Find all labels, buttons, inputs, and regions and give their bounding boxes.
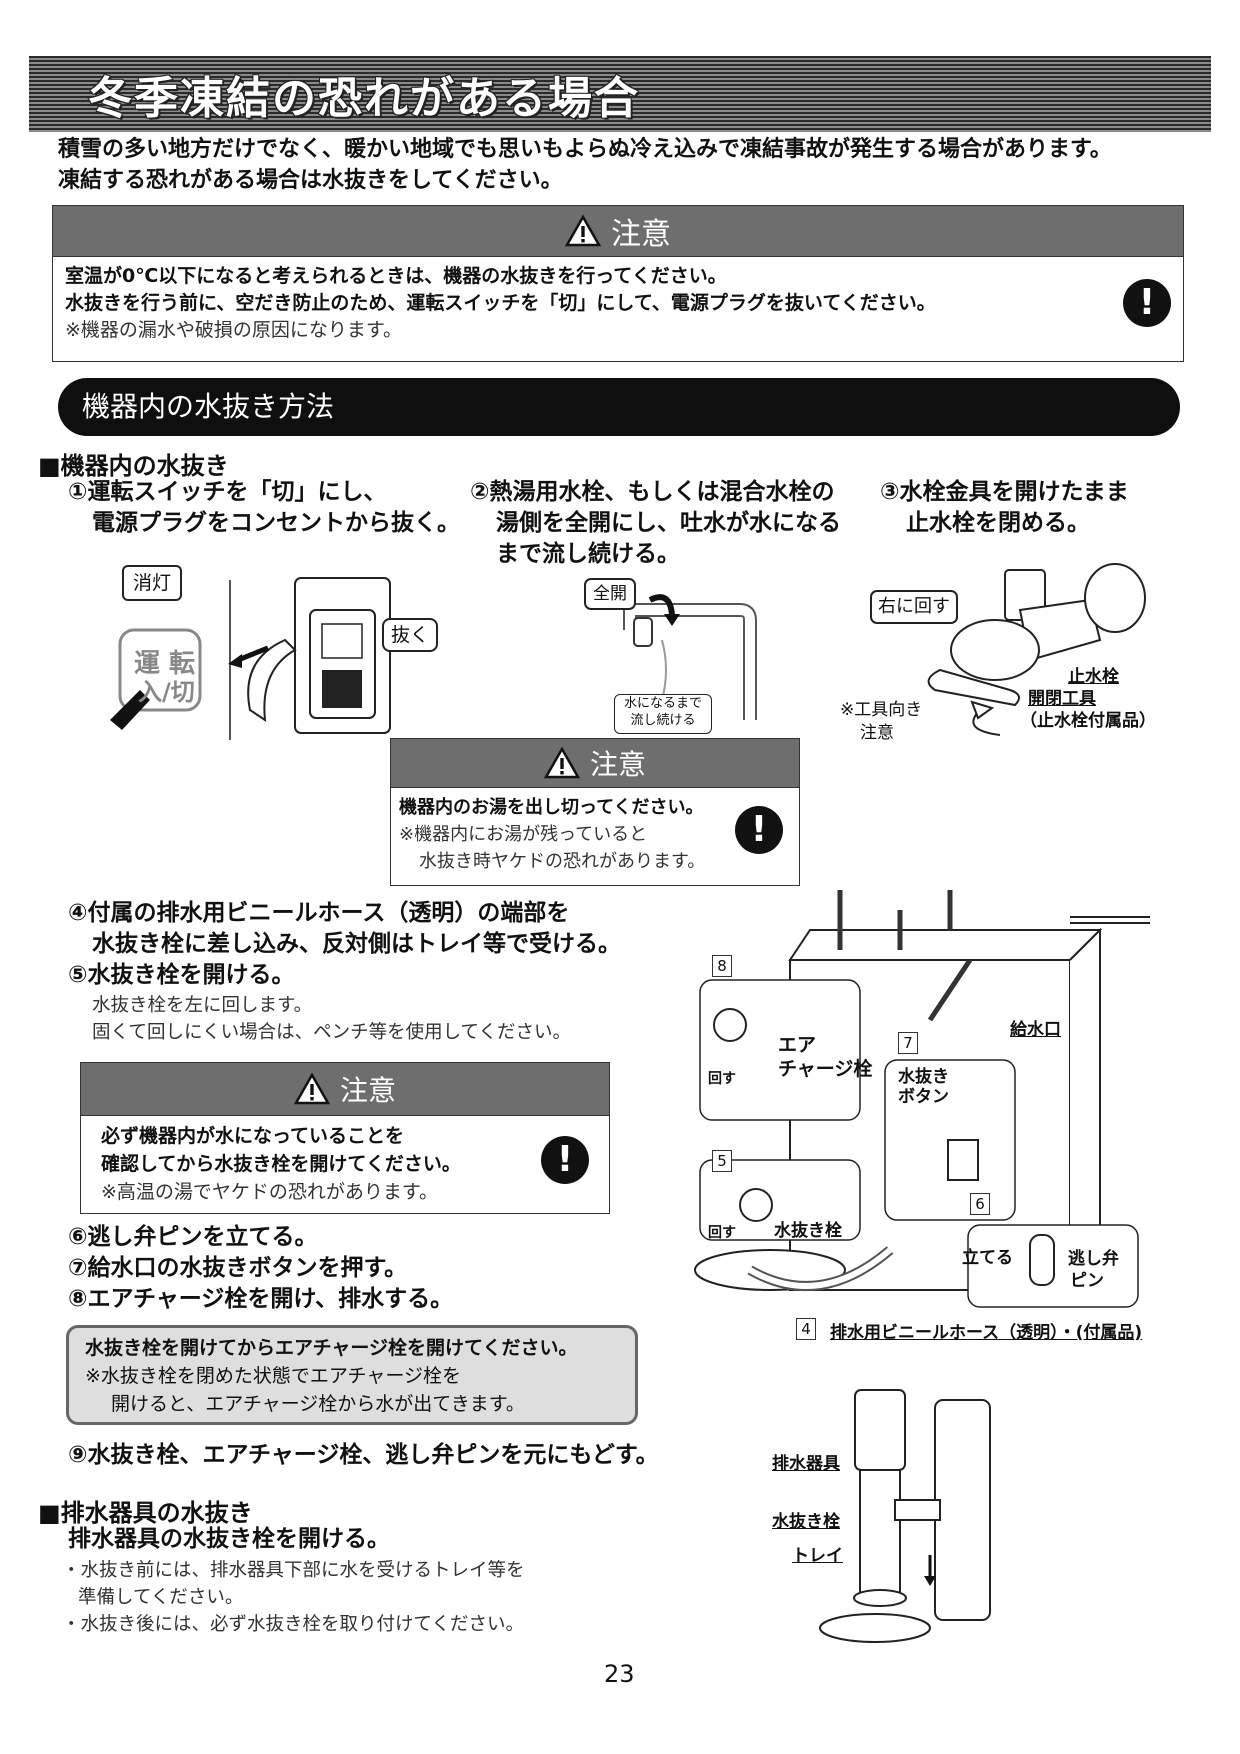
switch-label-1: 運 転 [134,649,196,679]
step-5-note-1: 水抜き栓を左に回します。 [92,995,313,1016]
caution-box-hot-water: 注意 機器内のお湯を出し切ってください。 ※機器内にお湯が残っていると 水抜き時… [390,738,800,886]
subsection-heading: ■機器内の水抜き [38,452,229,480]
relief-pin-label-2: ピン [1070,1271,1104,1291]
air-charge-label-2: チャージ栓 [778,1058,873,1080]
step-5: ⑤水抜き栓を開ける。 [68,962,295,988]
callout-number: 8 [712,955,732,977]
caution-heading: 注意 [589,748,646,781]
caution-box-burn: 注意 必ず機器内が水になっていることを 確認してから水抜き栓を開けてください。 … [80,1062,610,1214]
caution-line: 室温が0℃以下になると考えられるときは、機器の水抜きを行ってください。 [65,265,727,287]
water-inlet-label: 給水口 [1010,1020,1061,1040]
caution-note: ※機器の漏水や破損の原因になります。 [65,319,403,341]
intro-line-2: 凍結する恐れがある場合は水抜きをしてください。 [58,168,563,193]
warning-triangle-icon [543,746,581,779]
step-2-line-3: まで流し続ける。 [496,541,680,567]
drain-plug-label: 水抜き栓 [774,1221,842,1241]
subsection-heading: ■排水器具の水抜き [38,1499,253,1527]
turn-right-label: 右に回す [870,590,958,624]
fixture-step: 排水器具の水抜き栓を開ける。 [68,1526,390,1552]
fixture-drain-plug-label: 水抜き栓 [772,1512,840,1532]
switch-label-2: 入/切 [138,678,195,706]
exclamation-icon: ! [735,806,783,854]
callout-number: 4 [796,1318,816,1340]
air-charge-label: エア [778,1034,817,1056]
drain-fixture-label: 排水器具 [772,1454,840,1474]
step-2-line-2: 湯側を全開にし、吐水が水になる [496,510,841,536]
drain-fixture-illustration [819,1389,991,1643]
callout-number: 6 [970,1193,990,1215]
turn-label: 回す [708,1225,736,1241]
water-heater-drain-illustration [694,890,1150,1308]
callout-number: 7 [898,1032,918,1054]
caution-body: 必ず機器内が水になっていることを 確認してから水抜き栓を開けてください。 ※高温… [81,1116,609,1212]
fixture-note-2: ・水抜き後には、必ず水抜き栓を取り付けてください。 [62,1614,524,1635]
section-heading: 機器内の水抜き方法 [58,378,1180,436]
drain-button-label-2: ボタン [898,1087,949,1107]
faucet-illustration [623,594,757,720]
warning-triangle-icon [293,1072,331,1105]
caution-box-main: 注意 室温が0℃以下になると考えられるときは、機器の水抜きを行ってください。 水… [52,205,1184,362]
caution-line: 確認してから水抜き栓を開けてください。 [101,1153,461,1175]
step-3-line-2: 止水栓を閉める。 [906,510,1090,536]
run-water-note-line: 流し続ける [630,713,696,728]
tool-accessory-label: （止水栓付属品） [1020,711,1156,731]
caution-note: ※機器内にお湯が残っていると [399,824,648,845]
step-5-note-2: 固くて回しにくい場合は、ペンチ等を使用してください。 [92,1022,571,1043]
stand-label: 立てる [962,1248,1013,1268]
title-banner [29,56,1211,132]
full-open-label: 全開 [584,578,636,610]
exclamation-icon: ! [1123,279,1171,327]
caution-header: 注意 [81,1063,609,1116]
exclamation-icon: ! [541,1136,589,1184]
caution-body: 室温が0℃以下になると考えられるときは、機器の水抜きを行ってください。 水抜きを… [53,257,1183,350]
step-7: ⑦給水口の水抜きボタンを押す。 [68,1255,408,1281]
note-line: ※水抜き栓を閉めた状態でエアチャージ栓を [85,1365,461,1387]
step-1-line-1: ①運転スイッチを「切」にし、 [68,479,387,505]
caution-header: 注意 [53,206,1183,257]
note-line: 水抜き栓を開けてからエアチャージ栓を開けてください。 [85,1337,578,1359]
drain-hose-label: 排水用ビニールホース（透明）・(付属品) [830,1323,1143,1343]
stopcock-illustration [927,563,1146,736]
off-indicator-label: 消灯 [122,565,182,601]
fixture-note-1: ・水抜き前には、排水器具下部に水を受けるトレイ等を [62,1560,525,1581]
caution-line: 必ず機器内が水になっていることを [101,1125,405,1147]
step-4-line-2: 水抜き栓に差し込み、反対側はトレイ等で受ける。 [92,931,621,957]
warning-triangle-icon [564,214,602,247]
relief-pin-label: 逃し弁 [1068,1249,1119,1269]
tool-orientation-note: ※工具向き [840,700,923,720]
page-number: 23 [604,1660,635,1688]
fixture-note-1b: 準備してください。 [78,1587,244,1608]
order-note-box: 水抜き栓を開けてからエアチャージ栓を開けてください。 ※水抜き栓を閉めた状態でエ… [66,1325,638,1425]
step-3-line-1: ③水栓金具を開けたまま [880,479,1129,505]
step-2-line-1: ②熱湯用水栓、もしくは混合水栓の [470,479,835,505]
page-title: 冬季凍結の恐れがある場合 [87,72,640,125]
stopcock-label: 止水栓 [1068,667,1119,687]
run-water-note-line: 水になるまで [623,696,702,711]
tray-label: トレイ [792,1546,843,1566]
tool-label: 開閉工具 [1028,689,1096,709]
drain-button-label: 水抜き [898,1067,949,1087]
note-line: 開けると、エアチャージ栓から水が出てきます。 [111,1393,525,1415]
step-4-line-1: ④付属の排水用ビニールホース（透明）の端部を [68,900,570,926]
step-8: ⑧エアチャージ栓を開け、排水する。 [68,1286,454,1312]
turn-label: 回す [708,1071,736,1087]
caution-note: ※高温の湯でヤケドの恐れがあります。 [101,1181,439,1203]
step-6: ⑥逃し弁ピンを立てる。 [68,1224,318,1250]
caution-line: 水抜きを行う前に、空だき防止のため、運転スイッチを「切」にして、電源プラグを抜い… [65,292,936,314]
unplug-label: 抜く [382,618,438,652]
switch-unplug-illustration [110,577,391,740]
step-1-line-2: 電源プラグをコンセントから抜く。 [92,510,460,536]
caution-body: 機器内のお湯を出し切ってください。 ※機器内にお湯が残っていると 水抜き時ヤケド… [391,788,799,881]
run-water-note: 水になるまで 流し続ける [614,694,712,734]
caution-line: 機器内のお湯を出し切ってください。 [399,797,704,818]
caution-heading: 注意 [611,217,671,252]
tool-orientation-note-2: 注意 [860,723,894,743]
caution-note: 水抜き時ヤケドの恐れがあります。 [419,851,706,872]
caution-header: 注意 [391,739,799,788]
caution-heading: 注意 [339,1074,396,1107]
intro-line-1: 積雪の多い地方だけでなく、暖かい地域でも思いもよらぬ冷え込みで凍結事故が発生する… [58,137,1112,162]
callout-number: 5 [712,1150,732,1172]
step-9: ⑨水抜き栓、エアチャージ栓、逃し弁ピンを元にもどす。 [68,1442,659,1468]
